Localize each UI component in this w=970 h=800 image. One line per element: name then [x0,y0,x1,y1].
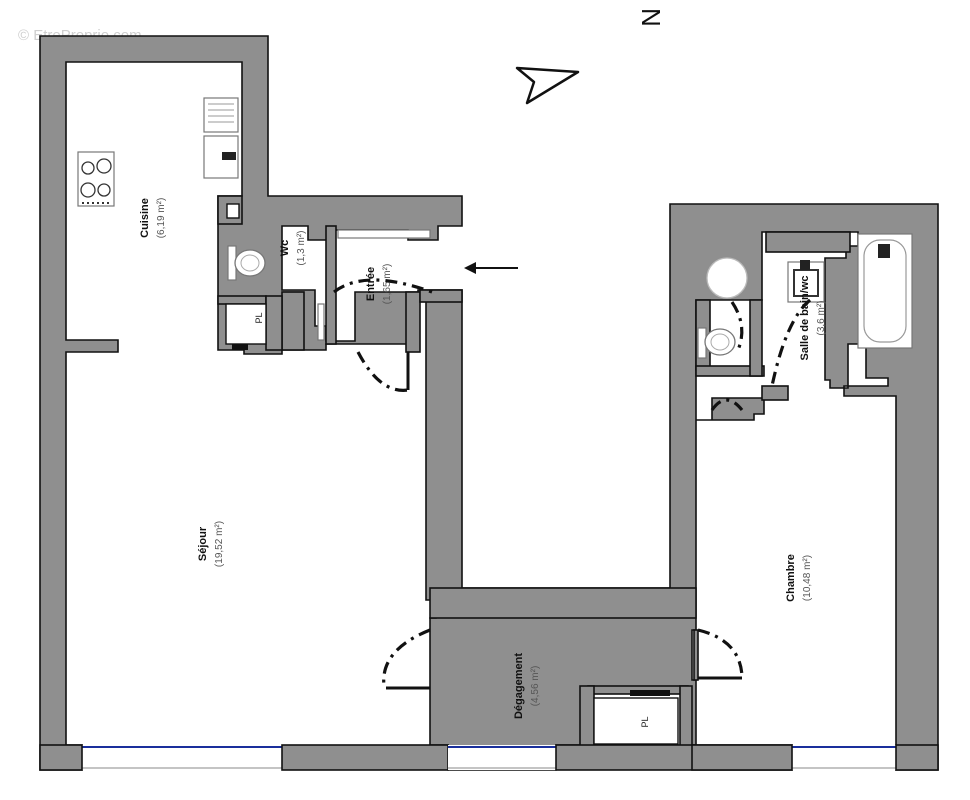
windows [39,744,939,771]
left-walls [39,35,939,771]
room-name: Cuisine [139,198,151,238]
room-area: (3,6 m²) [816,301,827,336]
room-name: Entrée [365,267,377,301]
room-area: (10,48 m²) [802,555,813,601]
room-salle-de-bain: Salle de bain/wc (3,6 m²) [799,276,827,361]
north-label: N [636,8,666,27]
cooktop-icon [77,151,115,207]
room-name: Séjour [197,526,209,561]
entry-shelf-icon [337,229,431,239]
toilet-icon [227,245,266,281]
bathroom-toilet-icon [697,327,736,359]
room-name: Dégagement [513,653,525,719]
north-compass: N [515,8,666,105]
bathroom-sink-icon [787,260,825,303]
room-name: Chambre [785,554,797,602]
room-area: (1,65 m²) [382,264,393,305]
closet-label: PL [640,716,650,727]
entrance-arrow-icon [464,262,518,274]
north-arrow-icon [515,66,580,105]
coat-rack-icon [317,303,325,341]
room-entree: Entrée (1,65 m²) [365,264,393,305]
washing-machine-icon [706,257,748,299]
closet-label: PL [254,312,264,323]
room-degagement: Dégagement (4,56 m²) [513,653,541,719]
room-name: Wc [279,240,291,257]
bathroom-shelf-icon [765,231,851,253]
room-area: (6,19 m²) [156,198,167,239]
room-area: (1,3 m²) [296,231,307,266]
room-cuisine: Cuisine (6,19 m²) [139,198,167,239]
kitchen-sink-icon [203,97,239,179]
room-sejour: Séjour (19,52 m²) [197,521,225,567]
closet-pl-degagement [593,697,679,745]
room-area: (19,52 m²) [214,521,225,567]
room-area: (4,56 m²) [530,666,541,707]
room-name: Salle de bain/wc [799,276,811,361]
room-chambre: Chambre (10,48 m²) [785,554,813,602]
room-wc: Wc (1,3 m²) [279,231,307,266]
bathtub-icon [857,233,913,349]
doors [333,278,812,690]
